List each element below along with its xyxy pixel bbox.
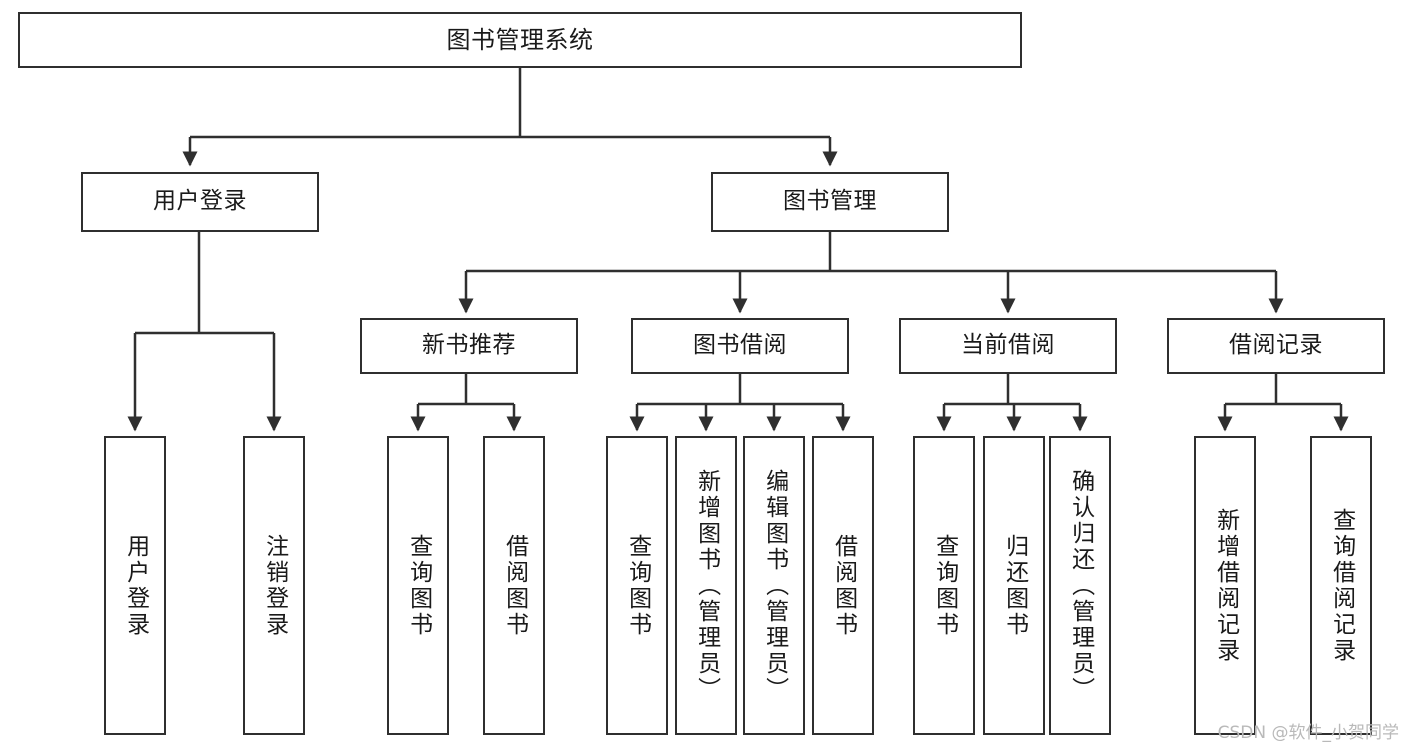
leaf-borrow-record-add-record[interactable]: 新增借阅记录 (1194, 436, 1256, 735)
leaf-current-borrow-confirm-return-admin[interactable]: 确认归还（管理员） (1049, 436, 1111, 735)
node-current-borrow[interactable]: 当前借阅 (899, 318, 1117, 374)
node-label: 归还图书 (1001, 533, 1028, 638)
node-label: 当前借阅 (961, 332, 1055, 359)
leaf-current-borrow-return-book[interactable]: 归还图书 (983, 436, 1045, 735)
leaf-user-login-login[interactable]: 用户登录 (104, 436, 166, 735)
node-label: 查询图书 (624, 533, 651, 638)
node-user-login[interactable]: 用户登录 (81, 172, 319, 232)
node-label: 新增图书（管理员） (693, 468, 720, 703)
leaf-current-borrow-query-book[interactable]: 查询图书 (913, 436, 975, 735)
leaf-new-book-borrow-book[interactable]: 借阅图书 (483, 436, 545, 735)
node-root-book-management-system[interactable]: 图书管理系统 (18, 12, 1022, 68)
watermark-text: CSDN @软件_小贺同学 (1217, 723, 1399, 743)
node-label: 图书管理 (783, 188, 877, 215)
node-label: 编辑图书（管理员） (761, 468, 788, 703)
node-label: 用户登录 (153, 188, 247, 215)
node-label: 查询图书 (931, 533, 958, 638)
leaf-book-borrow-query-book[interactable]: 查询图书 (606, 436, 668, 735)
node-new-book-recommend[interactable]: 新书推荐 (360, 318, 578, 374)
leaf-book-borrow-add-book-admin[interactable]: 新增图书（管理员） (675, 436, 737, 735)
node-book-management[interactable]: 图书管理 (711, 172, 949, 232)
node-borrow-record[interactable]: 借阅记录 (1167, 318, 1385, 374)
node-label: 新增借阅记录 (1212, 507, 1239, 664)
node-label: 查询借阅记录 (1328, 507, 1355, 664)
node-label: 借阅图书 (501, 533, 528, 638)
leaf-new-book-query-book[interactable]: 查询图书 (387, 436, 449, 735)
node-label: 确认归还（管理员） (1067, 468, 1094, 703)
leaf-user-login-logout[interactable]: 注销登录 (243, 436, 305, 735)
node-label: 查询图书 (405, 533, 432, 638)
node-book-borrow[interactable]: 图书借阅 (631, 318, 849, 374)
leaf-book-borrow-borrow-book[interactable]: 借阅图书 (812, 436, 874, 735)
node-label: 注销登录 (261, 533, 288, 638)
node-label: 用户登录 (122, 533, 149, 638)
node-label: 图书借阅 (693, 332, 787, 359)
leaf-book-borrow-edit-book-admin[interactable]: 编辑图书（管理员） (743, 436, 805, 735)
node-label: 图书管理系统 (446, 25, 594, 54)
node-label: 借阅图书 (830, 533, 857, 638)
node-label: 新书推荐 (422, 332, 516, 359)
node-label: 借阅记录 (1229, 332, 1323, 359)
leaf-borrow-record-query-record[interactable]: 查询借阅记录 (1310, 436, 1372, 735)
